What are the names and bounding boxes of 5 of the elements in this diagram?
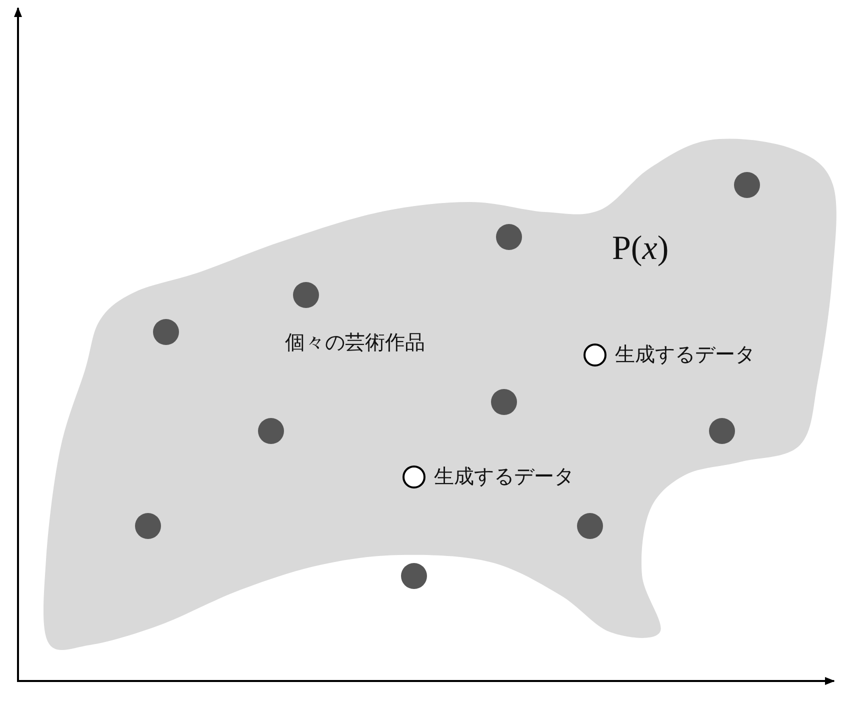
generated-data-label: 生成するデータ: [434, 467, 574, 487]
data-point-dot: [401, 563, 427, 589]
distribution-label: P(x): [612, 232, 669, 266]
generated-data-label: 生成するデータ: [615, 345, 755, 365]
point-group-label: 個々の芸術作品: [285, 333, 425, 353]
